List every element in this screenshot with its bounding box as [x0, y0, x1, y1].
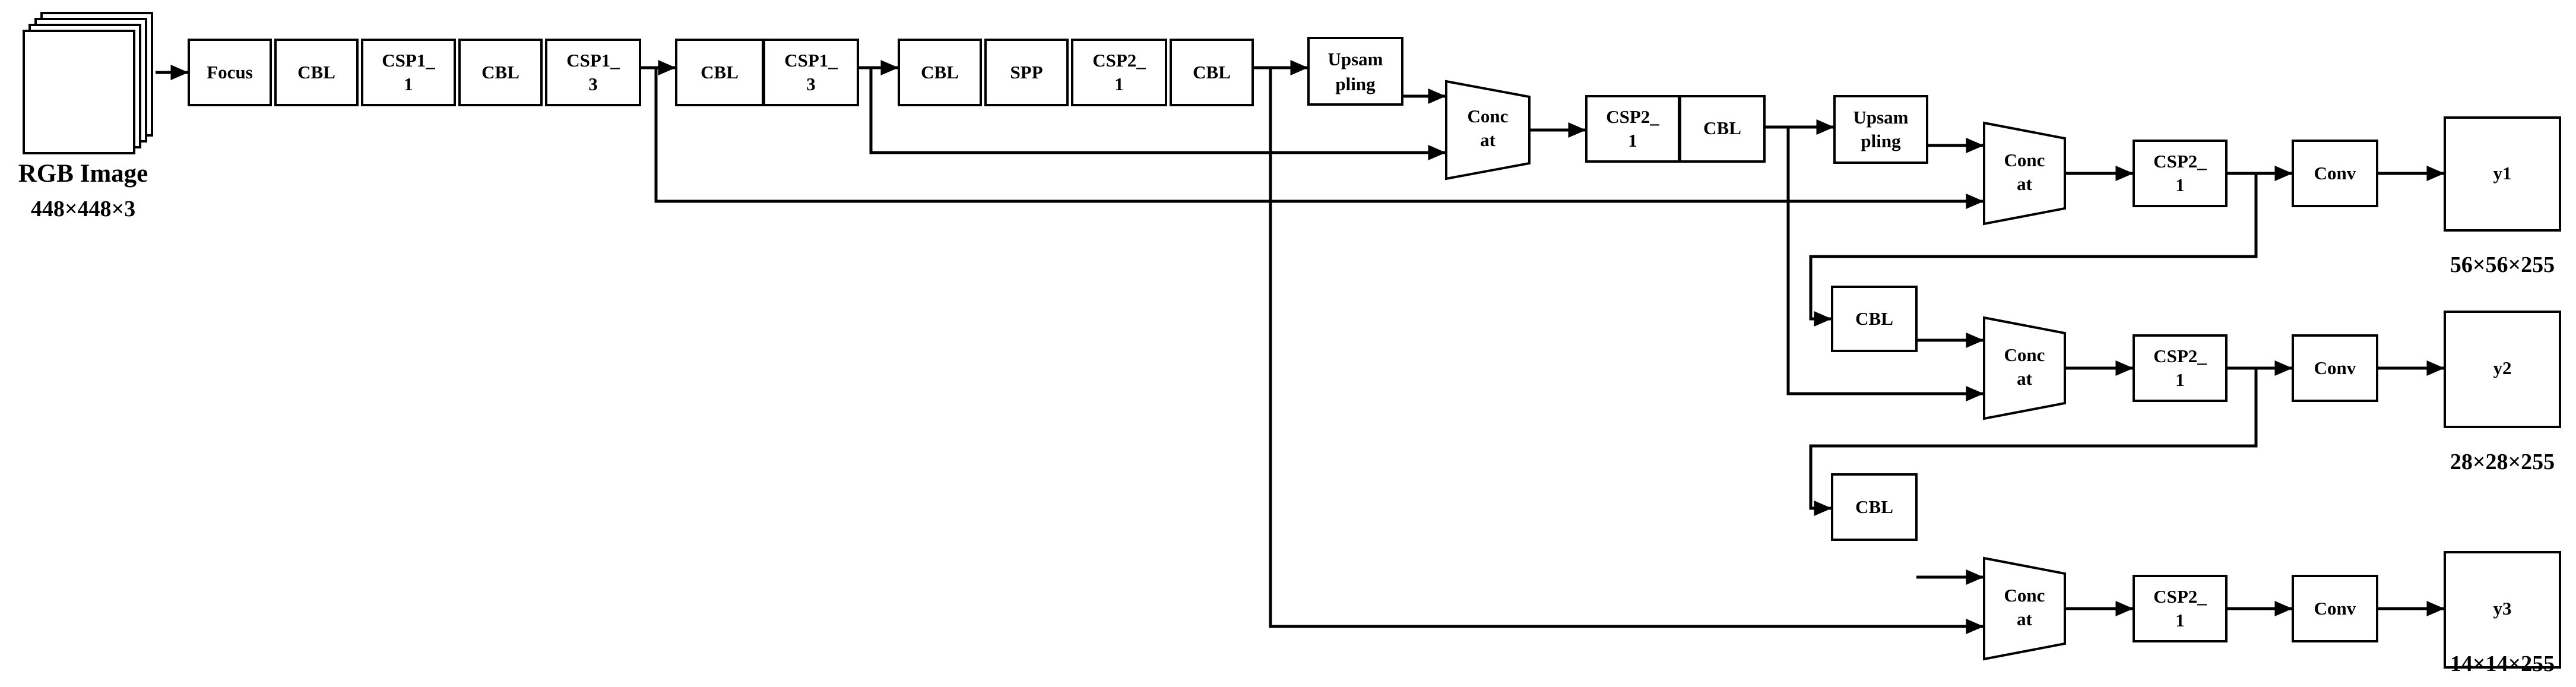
output-y2: y2: [2444, 311, 2561, 428]
focus-block: Focus: [188, 39, 272, 106]
connectors: [156, 60, 2445, 634]
csp2-1-backbone-block: CSP2_ 1: [1071, 39, 1167, 106]
svg-text:1: 1: [1628, 130, 1637, 151]
svg-text:at: at: [2017, 609, 2033, 629]
csp2-1-head2-block: CSP2_ 1: [2133, 334, 2228, 402]
output-y3: y3: [2444, 551, 2561, 669]
svg-text:1: 1: [404, 74, 413, 94]
output-y2-size: 28×28×255: [2450, 449, 2555, 474]
svg-text:3: 3: [588, 74, 598, 94]
svg-text:y3: y3: [2493, 598, 2512, 619]
cbl-block-5: CBL: [1170, 39, 1254, 106]
cbl-head3-block: CBL: [1831, 473, 1918, 541]
svg-text:1: 1: [1114, 74, 1124, 94]
svg-text:CSP2_: CSP2_: [2153, 586, 2207, 607]
svg-text:CBL: CBL: [921, 62, 959, 83]
svg-text:CSP2_: CSP2_: [1092, 50, 1146, 71]
concat-block-1: Conc at: [1445, 80, 1531, 181]
svg-text:CBL: CBL: [701, 62, 739, 83]
svg-text:Upsam: Upsam: [1327, 49, 1383, 69]
svg-text:Conc: Conc: [2004, 150, 2045, 170]
svg-text:CSP2_: CSP2_: [2153, 346, 2207, 366]
svg-text:pling: pling: [1861, 131, 1901, 151]
cbl-neck-block: CBL: [1679, 95, 1766, 163]
svg-text:1: 1: [2175, 369, 2185, 390]
svg-text:CBL: CBL: [1855, 308, 1893, 329]
upsampling-block-1: Upsam pling: [1307, 37, 1403, 106]
csp2-1-head1-block: CSP2_ 1: [2133, 140, 2228, 207]
svg-text:at: at: [1480, 129, 1496, 150]
output-y1: y1: [2444, 116, 2561, 232]
cbl-block-3: CBL: [675, 39, 764, 106]
svg-text:at: at: [2017, 173, 2033, 194]
svg-text:CSP1_: CSP1_: [382, 50, 435, 71]
rgb-image-input: [23, 12, 153, 154]
svg-text:CSP1_: CSP1_: [566, 50, 620, 71]
svg-text:at: at: [2017, 368, 2033, 389]
svg-text:Conc: Conc: [2004, 344, 2045, 365]
svg-text:CBL: CBL: [1855, 496, 1893, 517]
svg-text:y1: y1: [2493, 163, 2512, 183]
svg-text:Focus: Focus: [207, 62, 253, 83]
concat-block-3: Conc at: [1983, 316, 2066, 420]
svg-text:CSP2_: CSP2_: [1606, 106, 1659, 127]
output-y1-size: 56×56×255: [2450, 252, 2555, 277]
input-size: 448×448×3: [31, 197, 135, 221]
csp1-3-block-b: CSP1_ 3: [763, 39, 859, 106]
svg-text:CSP1_: CSP1_: [784, 50, 838, 71]
svg-text:pling: pling: [1335, 74, 1376, 94]
svg-text:Conc: Conc: [1468, 106, 1509, 126]
concat-block-4: Conc at: [1983, 556, 2066, 661]
svg-text:Conv: Conv: [2314, 357, 2356, 378]
svg-text:CBL: CBL: [297, 62, 335, 83]
svg-text:CSP2_: CSP2_: [2153, 151, 2207, 172]
cbl-block-2: CBL: [458, 39, 543, 106]
csp1-3-block-a: CSP1_ 3: [545, 39, 641, 106]
svg-text:1: 1: [2175, 610, 2185, 631]
cbl-block-1: CBL: [274, 39, 359, 106]
upsampling-block-2: Upsam pling: [1833, 95, 1928, 164]
svg-text:Conv: Conv: [2314, 598, 2356, 619]
cbl-block-4: CBL: [898, 39, 982, 106]
csp1-1-block: CSP1_ 1: [361, 39, 456, 106]
input-label: RGB Image: [18, 160, 148, 188]
svg-text:CBL: CBL: [1193, 62, 1231, 83]
svg-text:Conc: Conc: [2004, 585, 2045, 606]
csp2-1-neck-block: CSP2_ 1: [1585, 95, 1680, 163]
svg-text:SPP: SPP: [1010, 62, 1043, 83]
svg-text:y2: y2: [2493, 357, 2512, 378]
conv-head2-block: Conv: [2292, 334, 2378, 402]
cbl-head2-block: CBL: [1831, 286, 1918, 352]
svg-text:CBL: CBL: [481, 62, 519, 83]
csp2-1-head3-block: CSP2_ 1: [2133, 575, 2228, 642]
svg-text:Conv: Conv: [2314, 163, 2356, 183]
output-y3-size: 14×14×255: [2450, 651, 2555, 676]
svg-text:CBL: CBL: [1703, 118, 1741, 138]
conv-head1-block: Conv: [2292, 140, 2378, 207]
spp-block: SPP: [984, 39, 1069, 106]
svg-text:1: 1: [2175, 175, 2185, 195]
svg-text:3: 3: [806, 74, 816, 94]
concat-block-2: Conc at: [1983, 121, 2066, 226]
svg-text:Upsam: Upsam: [1853, 107, 1908, 128]
conv-head3-block: Conv: [2292, 575, 2378, 642]
